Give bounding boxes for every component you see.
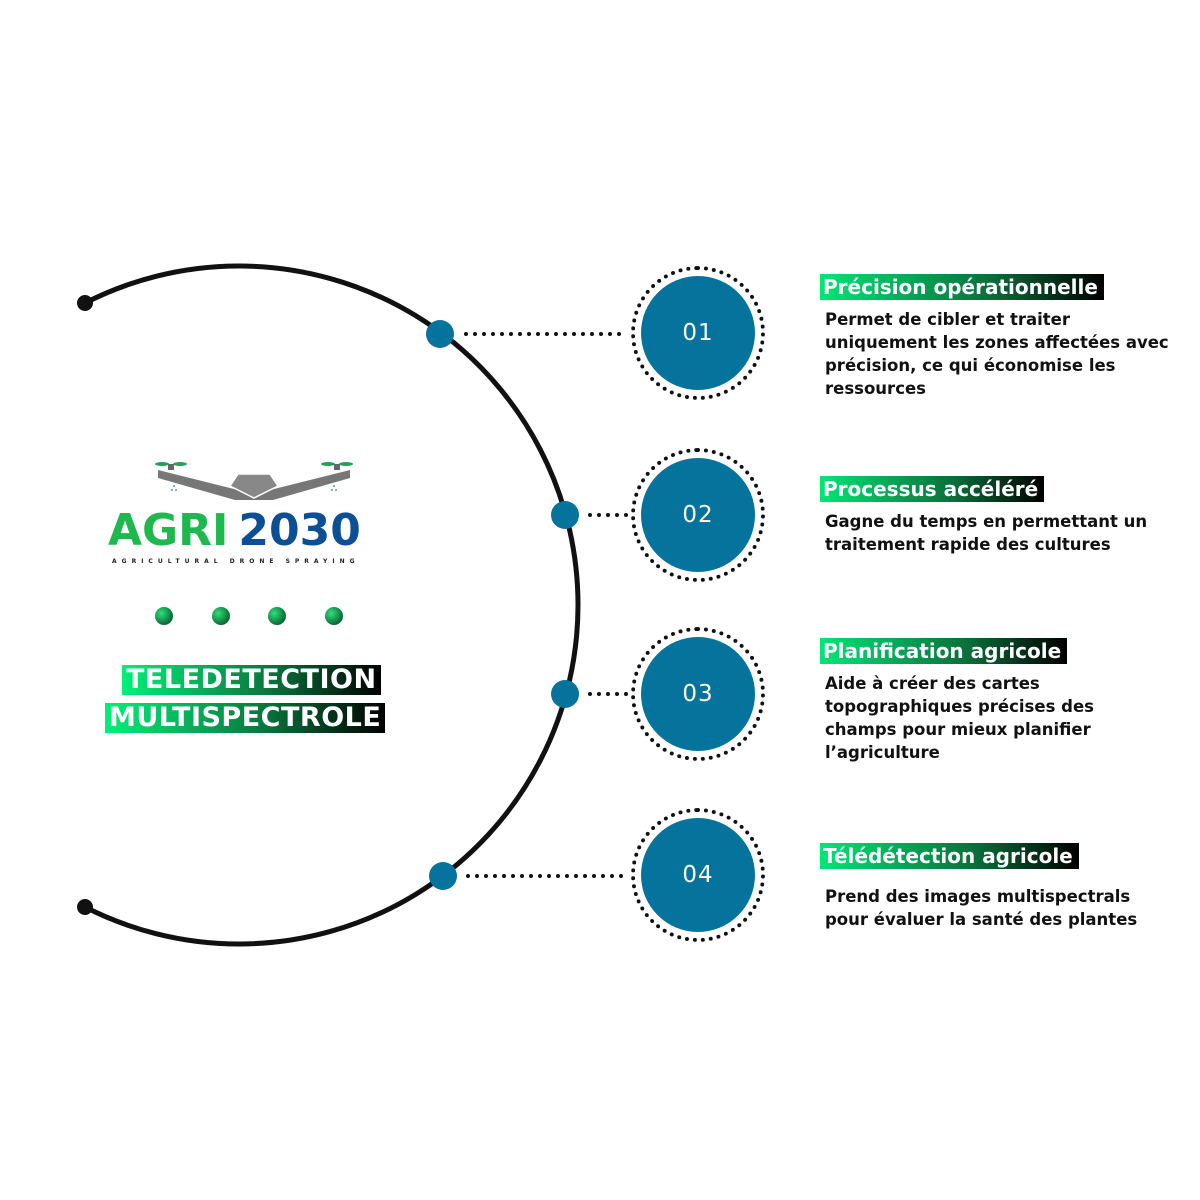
bullet-dot	[155, 607, 173, 625]
step-number-2: 02	[641, 458, 755, 572]
step-number-4: 04	[641, 818, 755, 932]
step-number-3: 03	[641, 637, 755, 751]
arc-node-4	[429, 862, 457, 890]
item-title: Télédétection agricole	[820, 843, 1079, 869]
arc-node-2	[551, 501, 579, 529]
item-title: Précision opérationnelle	[820, 274, 1104, 300]
item-title: Planification agricole	[820, 638, 1068, 664]
item-3: Planification agricole Aide à créer des …	[820, 638, 1180, 764]
bullet-dot	[268, 607, 286, 625]
arc-end-bottom	[77, 899, 93, 915]
item-2: Processus accéléré Gagne du temps en per…	[820, 476, 1180, 556]
agri2030-logo: AGRI 2030 AGRICULTURAL DRONE SPRAYING	[108, 460, 408, 566]
item-description: Aide à créer des cartes topographiques p…	[825, 674, 1094, 762]
heading-line-1: TELEDETECTION	[122, 665, 381, 695]
logo-word-2030: 2030	[238, 505, 361, 556]
bullet-dot	[212, 607, 230, 625]
dotted-ring-3	[631, 627, 765, 761]
item-1: Précision opérationnelle Permet de cible…	[820, 274, 1180, 400]
bullet-dot	[325, 607, 343, 625]
arc	[83, 263, 581, 947]
logo-wordmark: AGRI 2030	[108, 506, 361, 556]
logo-word-agri: AGRI	[108, 505, 229, 556]
arc-end-top	[77, 295, 93, 311]
heading-line-2: MULTISPECTROLE	[105, 703, 386, 733]
item-description: Permet de cibler et traiter uniquement l…	[825, 310, 1169, 398]
dotted-ring-2	[631, 448, 765, 582]
arc-node-3	[551, 680, 579, 708]
dotted-ring-1	[631, 266, 765, 400]
dotted-ring-4	[631, 808, 765, 942]
item-description: Prend des images multispectrals pour éva…	[825, 887, 1138, 929]
item-title: Processus accéléré	[820, 476, 1045, 502]
arc-node-1	[426, 320, 454, 348]
item-4: Télédétection agricole Prend des images …	[820, 843, 1180, 931]
item-description: Gagne du temps en permettant un traiteme…	[825, 512, 1148, 554]
drone-icon	[155, 462, 353, 500]
step-number-1: 01	[641, 276, 755, 390]
logo-tagline: AGRICULTURAL DRONE SPRAYING	[112, 558, 360, 565]
